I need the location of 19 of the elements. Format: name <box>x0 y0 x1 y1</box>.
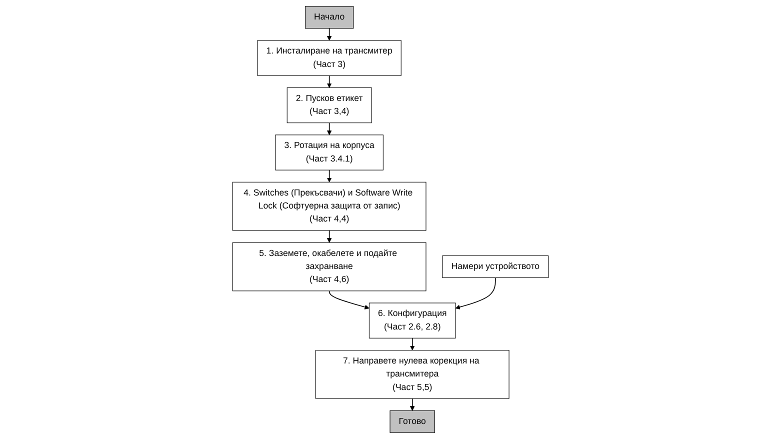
arrow <box>326 75 332 88</box>
node-box: 2. Пусков етикет (Част 3,4) <box>286 87 372 124</box>
node-box: Готово <box>390 410 435 433</box>
arrow <box>326 28 332 41</box>
node-box: Начало <box>304 6 354 29</box>
node-box: 4. Switches (Прекъсвачи) и Software Write Lock (Софтуерна защита от запис) (Част 4,4) <box>232 182 426 231</box>
arrow <box>326 170 332 182</box>
node-box: Намери устройството <box>442 255 549 278</box>
arrow <box>410 398 415 411</box>
arrow <box>326 122 332 136</box>
node-box: 3. Ротация на корпуса (Част 3.4.1) <box>275 134 384 170</box>
node-box: 1. Инсталиране на трансмитер (Част 3) <box>257 40 402 76</box>
arrow <box>455 277 496 310</box>
arrow <box>410 338 415 350</box>
arrow <box>328 290 370 310</box>
node-box: 7. Направете нулева корекция на трансмитера (Част 5,5) <box>315 350 510 399</box>
node-box: 6. Конфигурация (Част 2.6, 2.8) <box>368 302 456 338</box>
node-box: 5. Заземете, окабелете и подайте захранване (Част 4,6) <box>232 242 426 292</box>
arrow <box>326 230 332 243</box>
